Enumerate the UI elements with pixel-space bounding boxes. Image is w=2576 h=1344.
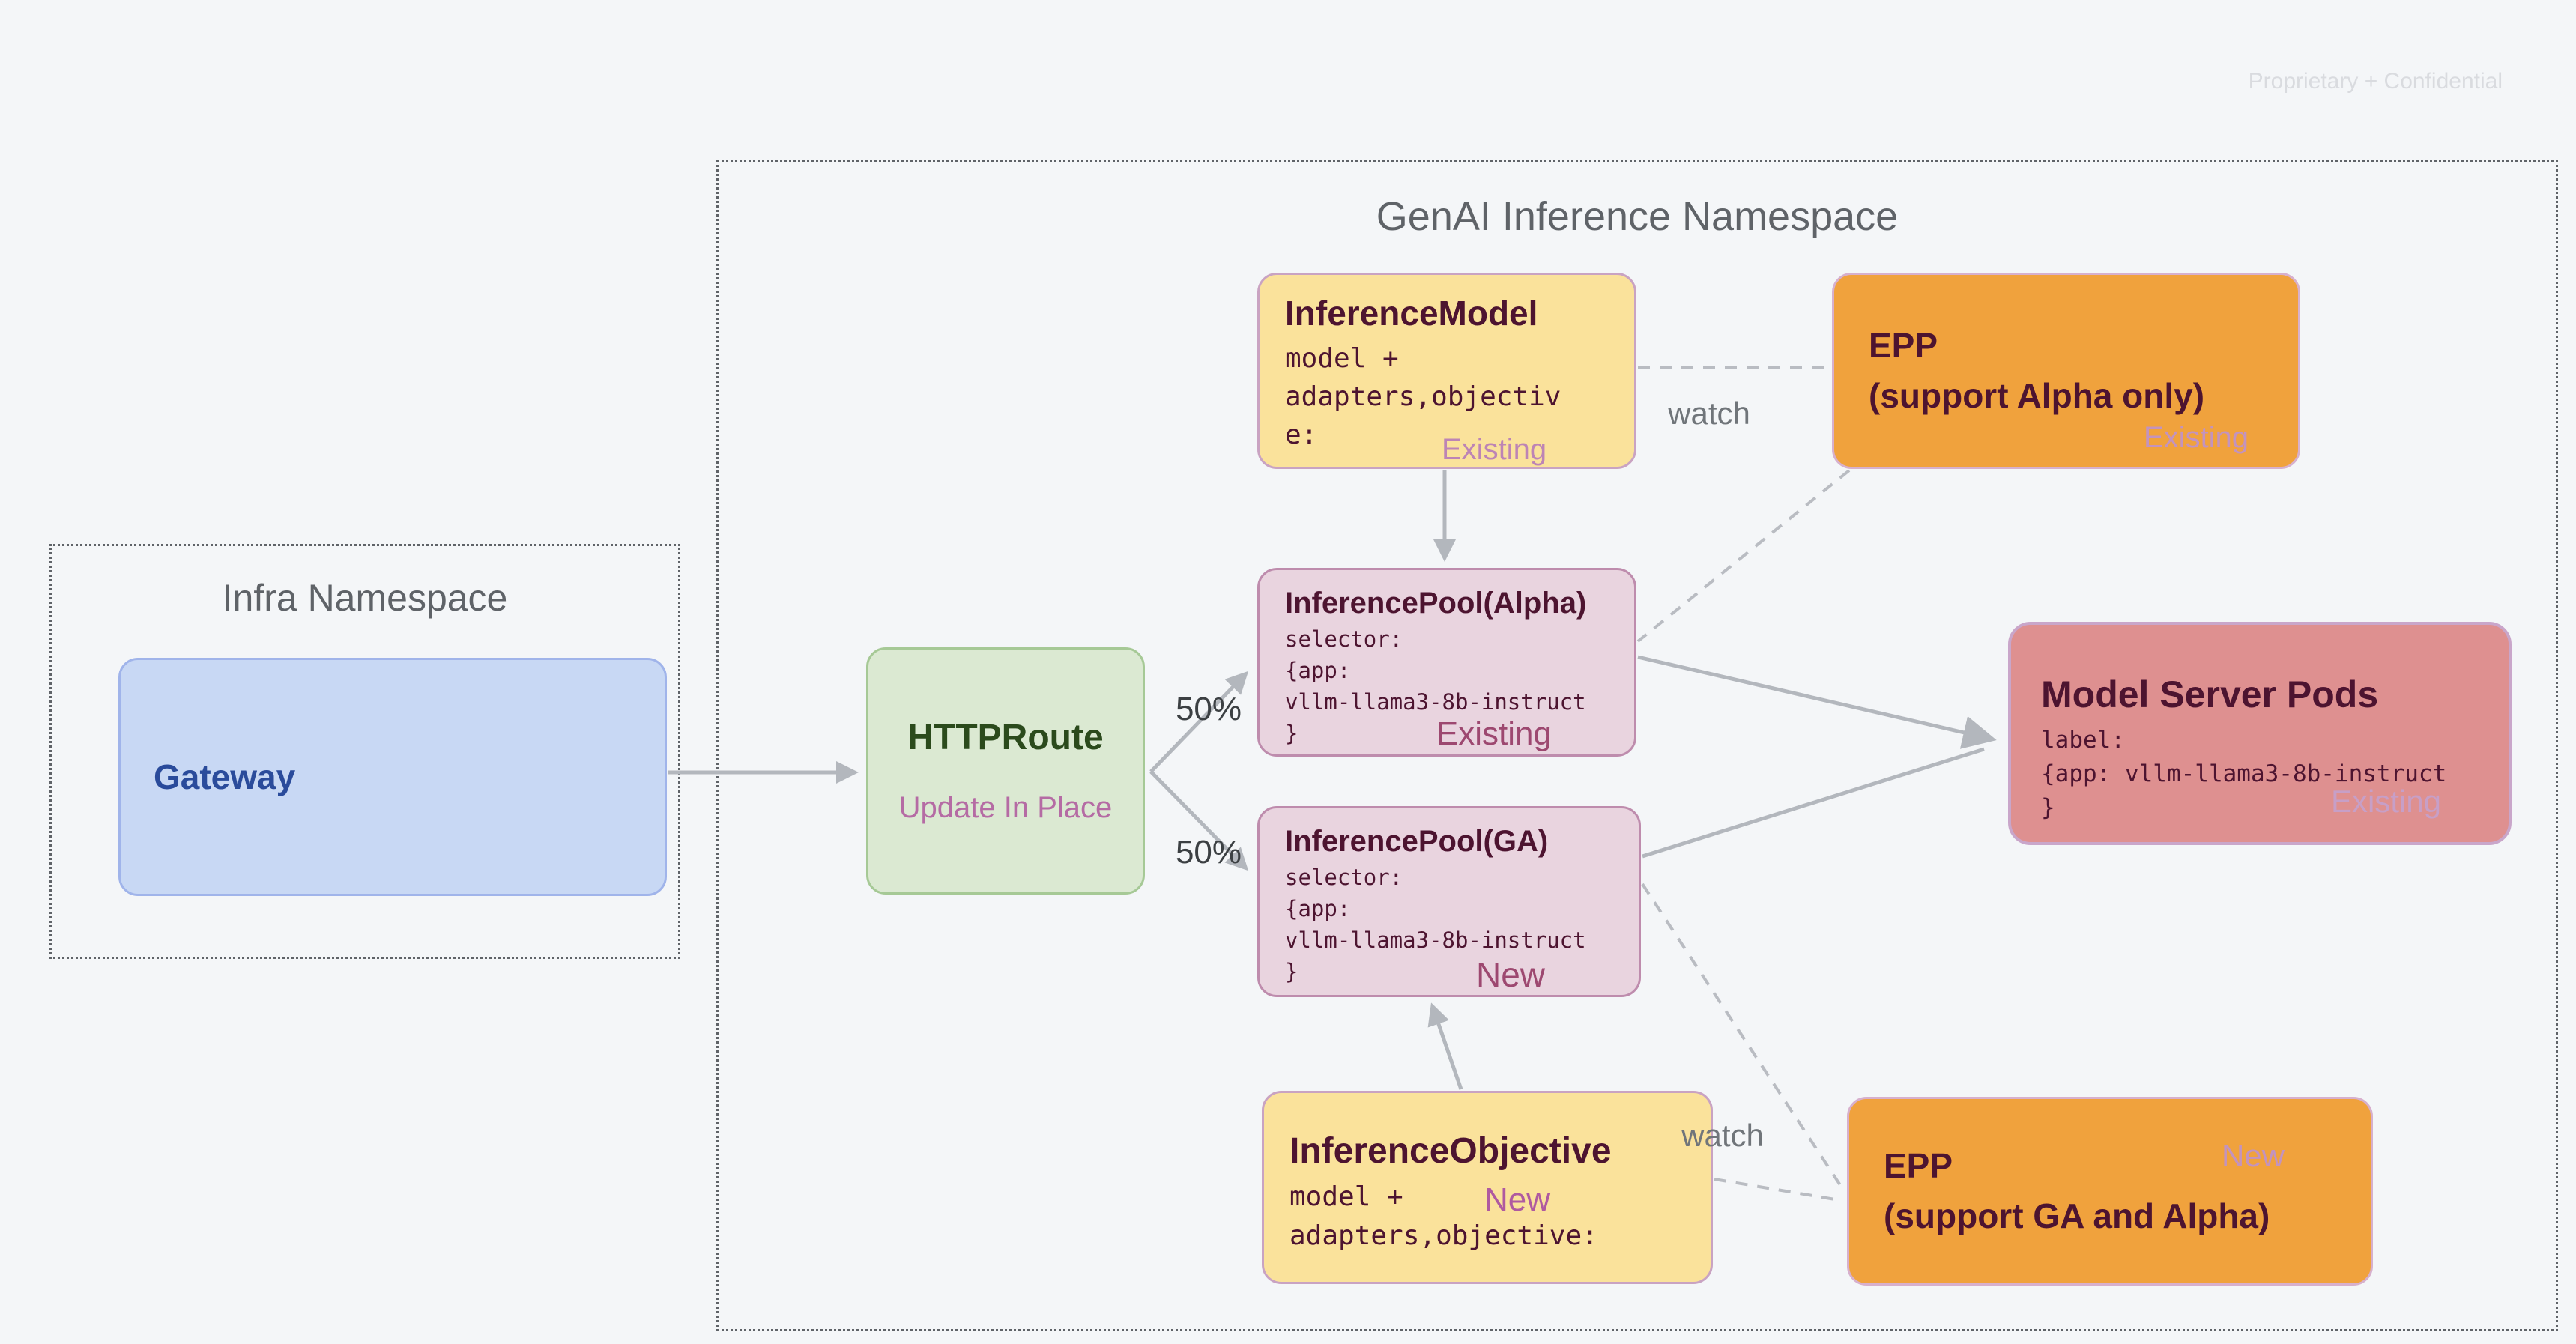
- node-httproute: HTTPRoute Update In Place: [866, 647, 1145, 895]
- epp-ga-title: EPP: [1884, 1146, 1953, 1186]
- pool-alpha-title: InferencePool(Alpha): [1285, 587, 1587, 620]
- split-label-top: 50%: [1175, 691, 1242, 727]
- pool-alpha-selector: selector: {app: vllm-llama3-8b-instruct …: [1285, 626, 1586, 747]
- watch-label-top: watch: [1668, 396, 1750, 431]
- node-inference-objective: InferenceObjective model + adapters,obje…: [1262, 1091, 1713, 1284]
- edge-httproute-to-pool-alpha: [1149, 671, 1249, 773]
- node-inference-pool-alpha: InferencePool(Alpha) selector: {app: vll…: [1257, 568, 1636, 757]
- status-badge-existing: Existing: [1442, 433, 1547, 466]
- node-inference-model: InferenceModel model + adapters,objectiv…: [1257, 273, 1636, 469]
- inference-objective-title: InferenceObjective: [1289, 1131, 1612, 1171]
- node-gateway: Gateway: [118, 658, 667, 896]
- node-inference-pool-ga: InferencePool(GA) selector: {app: vllm-l…: [1257, 806, 1641, 997]
- status-badge-new: New: [1484, 1181, 1551, 1218]
- model-server-pods-title: Model Server Pods: [2041, 673, 2379, 715]
- edge-inferenceobjective-to-pool-ga: [1427, 1002, 1463, 1090]
- status-badge-existing: Existing: [2143, 421, 2249, 454]
- gateway-title: Gateway: [154, 757, 296, 796]
- genai-namespace-frame: GenAI Inference Namespace: [716, 160, 2558, 1331]
- model-server-pods-label: label: {app: vllm-llama3-8b-instruct }: [2041, 727, 2447, 821]
- infra-namespace-frame: Infra Namespace: [49, 544, 680, 959]
- status-badge-new: New: [1475, 955, 1545, 994]
- node-epp-alpha: EPP (support Alpha only) Existing: [1832, 273, 2300, 469]
- infra-namespace-title: Infra Namespace: [222, 577, 508, 619]
- httproute-title: HTTPRoute: [907, 718, 1104, 757]
- edge-inferenceobjective-watch-epp-ga: [1714, 1178, 1840, 1202]
- status-badge-existing: Existing: [2330, 784, 2441, 819]
- edge-epp-alpha-to-pool-alpha: [1636, 469, 1851, 643]
- status-badge-new: New: [2221, 1138, 2285, 1173]
- inference-model-spec: model + adapters,objectiv e:: [1285, 343, 1561, 451]
- pool-ga-title: InferencePool(GA): [1285, 825, 1549, 858]
- epp-alpha-title: EPP: [1869, 326, 1938, 366]
- epp-ga-subtitle: (support GA and Alpha): [1884, 1196, 2270, 1235]
- edge-httproute-to-pool-ga: [1149, 770, 1249, 871]
- status-badge-existing: Existing: [1436, 715, 1552, 752]
- edge-pool-ga-to-model-server-pods: [1642, 747, 1985, 859]
- inference-objective-spec: model + adapters,objective:: [1289, 1181, 1598, 1252]
- watermark: Proprietary + Confidential: [2248, 69, 2503, 94]
- watch-label-bottom: watch: [1681, 1118, 1764, 1153]
- inference-model-title: InferenceModel: [1285, 294, 1538, 333]
- node-epp-ga: EPP (support GA and Alpha) New: [1847, 1097, 2373, 1286]
- split-label-bottom: 50%: [1175, 834, 1242, 871]
- httproute-subtitle: Update In Place: [898, 791, 1113, 824]
- pool-ga-selector: selector: {app: vllm-llama3-8b-instruct …: [1285, 865, 1586, 985]
- genai-namespace-title: GenAI Inference Namespace: [1376, 194, 1899, 239]
- epp-alpha-subtitle: (support Alpha only): [1869, 376, 2205, 415]
- node-model-server-pods: Model Server Pods label: {app: vllm-llam…: [2008, 622, 2512, 845]
- edge-pool-alpha-to-model-server-pods: [1637, 655, 1997, 749]
- edge-pool-ga-to-epp-ga: [1641, 883, 1845, 1191]
